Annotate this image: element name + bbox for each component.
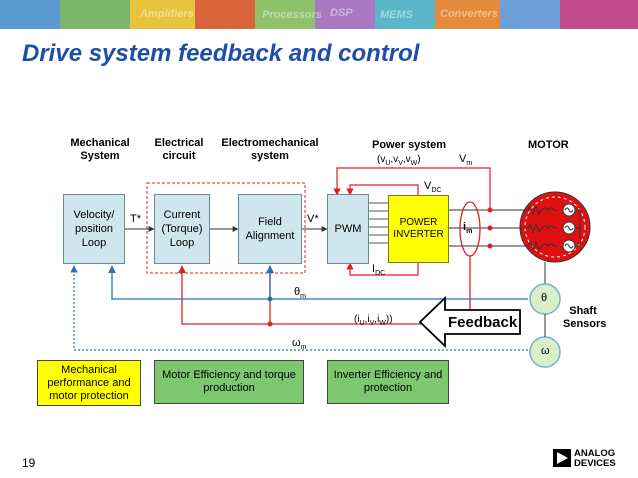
im-label: im: [463, 221, 473, 236]
current-loop-label: Current (Torque) Loop: [161, 209, 203, 249]
motor-sources: [562, 203, 581, 253]
velocity-position-loop-label: Velocity/ position Loop: [73, 209, 115, 249]
shaft-sensors-label: Shaft Sensors: [563, 305, 607, 330]
mechanical-performance-label: Mechanical performance and motor protect…: [47, 363, 131, 402]
header-power-system: Power system: [372, 139, 446, 151]
theta-m-label: θm: [294, 286, 306, 301]
field-alignment-label: Field Alignment: [245, 216, 295, 242]
tstar-label: T*: [130, 213, 142, 225]
page-number: 19: [22, 456, 36, 470]
vstar-label: V*: [307, 213, 319, 225]
voltage-feedback-line: [333, 167, 491, 210]
vuvw-label: (vU,vV,vW): [377, 154, 421, 167]
header-electrical-circuit: Electrical circuit: [154, 137, 204, 162]
analog-devices-logo-text: ANALOG DEVICES: [574, 448, 616, 469]
omega-m-label: ωm: [292, 337, 307, 352]
motor-efficiency-label: Motor Efficiency and torque production: [162, 369, 296, 394]
position-feedback-line: [108, 265, 528, 300]
banner-word: Amplifiers: [140, 8, 194, 20]
header-banner: Amplifiers Processors DSP MEMS Converter…: [0, 0, 638, 29]
iuvw-label: (iU,iV,iW)): [354, 314, 393, 327]
banner-word: MEMS: [380, 9, 413, 21]
current-feedback-line: [178, 256, 471, 325]
banner-word: Processors: [262, 9, 322, 21]
pwm-gate-lines: [369, 202, 388, 244]
idc-label: IDC: [372, 263, 386, 278]
inverter-efficiency-label: Inverter Efficiency and protection: [333, 369, 443, 394]
header-motor: MOTOR: [528, 139, 569, 151]
electrical-region-outline: [146, 182, 306, 274]
inverter-efficiency-box: Inverter Efficiency and protection: [327, 360, 449, 404]
vdc-label: VDC: [424, 180, 442, 195]
omega-sensor-label: ω: [541, 345, 550, 357]
slide-title: Drive system feedback and control: [22, 40, 420, 67]
motor-windings: [520, 204, 558, 252]
banner-word: Converters: [440, 8, 499, 20]
feedback-arrow-shape: [418, 295, 521, 349]
pwm-block: PWM: [327, 194, 369, 264]
velocity-position-loop-block: Velocity/ position Loop: [63, 194, 125, 264]
theta-sensor-label: θ: [541, 292, 548, 304]
idc-feedback-line: [346, 262, 419, 276]
pwm-label: PWM: [334, 223, 362, 235]
phase-lines: [449, 209, 520, 247]
header-mechanical-system: Mechanical System: [70, 137, 130, 162]
vdc-feedback-line: [346, 184, 419, 196]
velocity-feedback-line: [70, 265, 528, 351]
power-inverter-block: POWER INVERTER: [388, 195, 449, 263]
motor-efficiency-box: Motor Efficiency and torque production: [154, 360, 304, 404]
feedback-label: Feedback: [448, 314, 518, 331]
field-alignment-block: Field Alignment: [238, 194, 302, 264]
banner-word: DSP: [330, 7, 353, 19]
vm-label: Vm: [459, 153, 473, 168]
mechanical-performance-box: Mechanical performance and motor protect…: [37, 360, 141, 406]
power-inverter-label: POWER INVERTER: [393, 217, 444, 240]
header-electromechanical-system: Electromechanical system: [221, 137, 319, 162]
current-loop-block: Current (Torque) Loop: [154, 194, 210, 264]
